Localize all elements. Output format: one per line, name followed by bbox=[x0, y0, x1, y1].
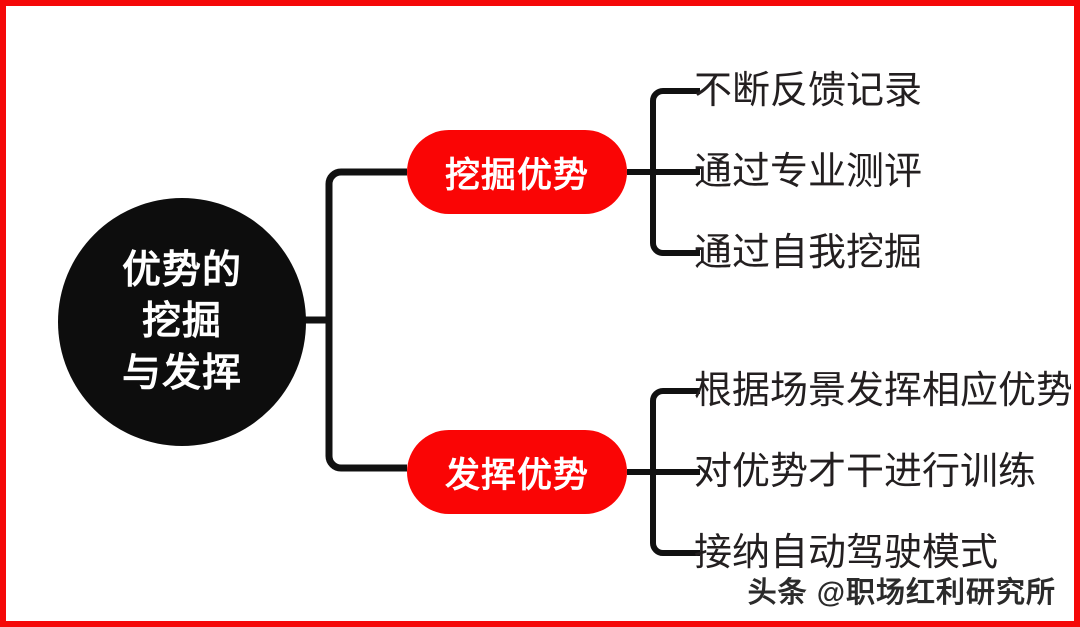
watermark: 头条 @职场红利研究所 bbox=[747, 577, 1056, 609]
leaf-node[interactable]: 通过自我挖掘 bbox=[694, 232, 923, 274]
leaf-node[interactable]: 接纳自动驾驶模式 bbox=[694, 532, 999, 574]
branch1-bracket bbox=[650, 88, 700, 256]
branch-node-apply-strengths[interactable]: 发挥优势 bbox=[407, 430, 627, 514]
leaf-node[interactable]: 根据场景发挥相应优势 bbox=[694, 370, 1075, 412]
main-bracket bbox=[325, 168, 407, 472]
root-line-1: 优势的 bbox=[121, 248, 242, 292]
branch-node-label: 挖掘优势 bbox=[444, 155, 589, 195]
leaf-node[interactable]: 对优势才干进行训练 bbox=[694, 451, 1037, 493]
leaf-node[interactable]: 不断反馈记录 bbox=[694, 70, 923, 112]
branch-node-excavate-strengths[interactable]: 挖掘优势 bbox=[407, 130, 627, 214]
branch-node-label: 发挥优势 bbox=[444, 455, 589, 495]
root-node[interactable]: 优势的 挖掘 与发挥 bbox=[58, 198, 306, 446]
leaf-node[interactable]: 通过专业测评 bbox=[694, 151, 923, 193]
root-line-2: 挖掘 bbox=[141, 300, 222, 344]
root-line-3: 与发挥 bbox=[121, 351, 242, 395]
branch2-bracket bbox=[650, 388, 700, 556]
